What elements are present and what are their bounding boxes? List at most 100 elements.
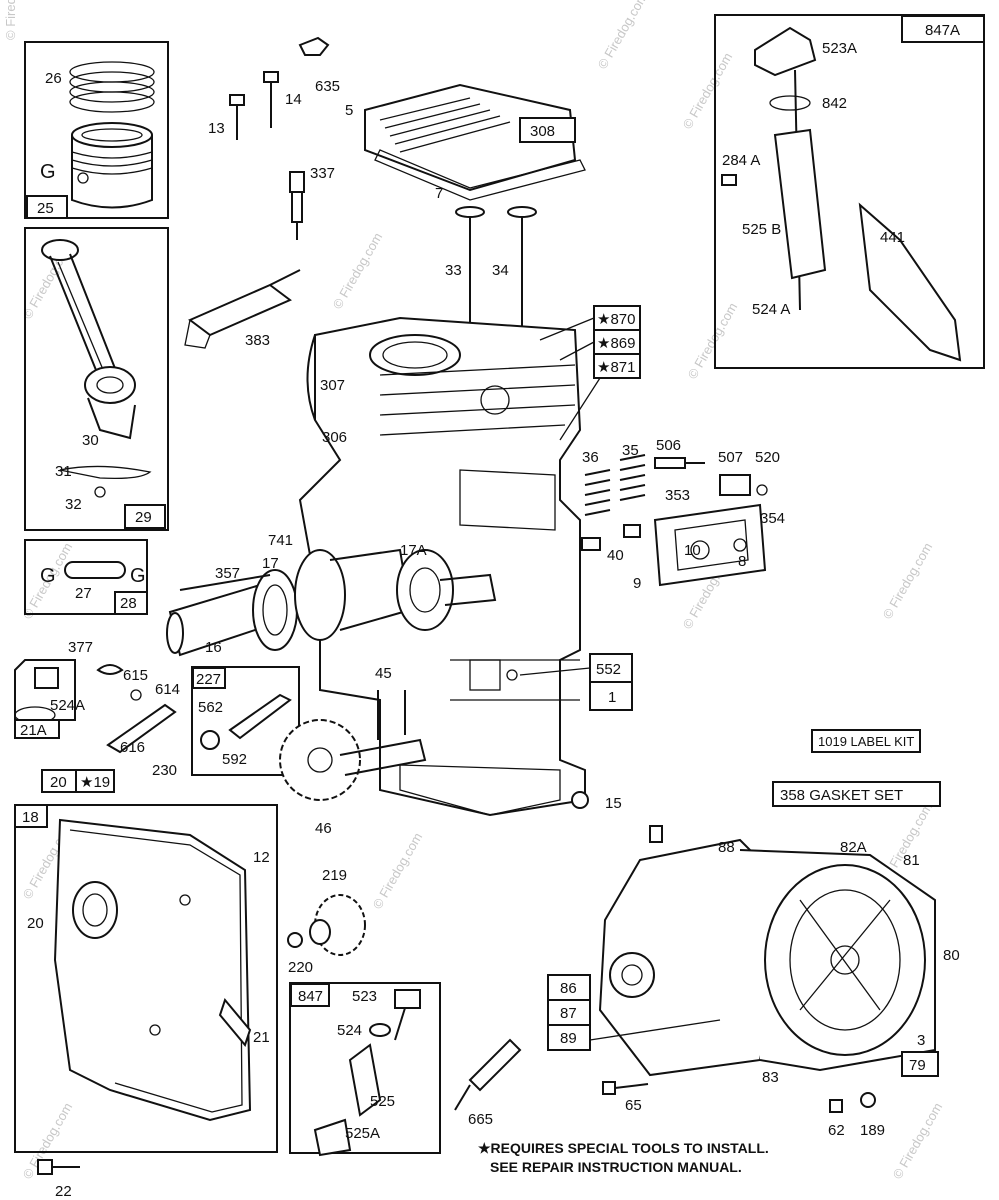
part-label: 308 <box>530 123 555 140</box>
part-label: 28 <box>120 595 137 612</box>
part-label: 5 <box>345 102 353 119</box>
part-label: 31 <box>55 463 72 480</box>
part-label: 507 <box>718 449 743 466</box>
watermark: © Firedog.com <box>680 50 736 132</box>
part-label: 284 A <box>722 152 760 169</box>
bolts-and-plug: 635 14 13 337 <box>208 36 340 240</box>
part-label: 614 <box>155 681 180 698</box>
part-label: 525A <box>345 1125 380 1142</box>
watermark: © Firedog.com <box>370 830 426 912</box>
note-line-2: SEE REPAIR INSTRUCTION MANUAL. <box>490 1159 742 1175</box>
part-label: 35 <box>622 442 639 459</box>
part-label: 523A <box>822 40 857 57</box>
part-label: 20 <box>50 774 67 791</box>
valves: 33 34 <box>445 206 537 335</box>
part-label: 26 <box>45 70 62 87</box>
drain-bolt: 22 <box>37 1159 80 1200</box>
governor-label-box: 552 1 <box>519 653 633 711</box>
part-label: 869 <box>610 335 635 352</box>
part-label: 16 <box>205 639 222 656</box>
part-label: 357 <box>215 565 240 582</box>
oil-seal-plug: 15 65 62 189 <box>571 791 885 1139</box>
part-label: 306 <box>322 429 347 446</box>
part-label: 81 <box>903 852 920 869</box>
part-label: 441 <box>880 229 905 246</box>
watermark: © Firedog.com <box>330 230 386 312</box>
part-label: 7 <box>435 185 443 202</box>
part-label: 14 <box>285 91 302 108</box>
part-label: 8 <box>738 553 746 570</box>
part-label: 27 <box>75 585 92 602</box>
star: ★ <box>597 335 610 352</box>
watermark: © Firedog.com <box>685 300 741 382</box>
part-label: 15 <box>605 795 622 812</box>
fitting: 665 <box>454 1038 522 1128</box>
part-label: 21 <box>253 1029 270 1046</box>
breather-assembly: 506 507 520 353 354 10 8 9 <box>633 437 785 592</box>
part-label: 847A <box>925 22 960 39</box>
svg-text:★869: ★869 <box>597 335 635 352</box>
part-label: 18 <box>22 809 39 826</box>
camshaft-gear: 46 <box>279 719 427 837</box>
part-label: 524 A <box>752 301 790 318</box>
part-label: 21A <box>20 722 47 739</box>
part-label: 32 <box>65 496 82 513</box>
part-label: 12 <box>253 849 270 866</box>
group-frame <box>191 666 300 776</box>
svg-text:★871: ★871 <box>597 359 635 376</box>
part-label: 36 <box>582 449 599 466</box>
part-label: 592 <box>222 751 247 768</box>
governor-gear: 219 220 <box>287 867 366 976</box>
part-label: 189 <box>860 1122 885 1139</box>
part-label: 524A <box>50 697 85 714</box>
part-label: 871 <box>610 359 635 376</box>
tappets: 45 <box>375 665 406 740</box>
watermark: © Firedog.com <box>595 0 651 72</box>
part-label: 34 <box>492 262 509 279</box>
svg-text:★870: ★870 <box>597 311 635 328</box>
star: ★ <box>597 359 610 376</box>
part-label: 741 <box>268 532 293 549</box>
group-frame <box>14 804 278 1153</box>
watermark: © Firedog.com <box>880 540 936 622</box>
connecting-rod-group: 30 31 32 29 <box>24 227 169 531</box>
part-label: 62 <box>828 1122 845 1139</box>
part-label: 17 <box>262 555 279 572</box>
note-line-1: ★REQUIRES SPECIAL TOOLS TO INSTALL. <box>478 1140 769 1156</box>
gasket-set: 358 GASKET SET <box>780 787 903 804</box>
part-label: 847 <box>298 988 323 1005</box>
part-label: 615 <box>123 667 148 684</box>
part-label: 88 <box>718 839 735 856</box>
group-frame <box>289 982 441 1154</box>
star: ★ <box>80 774 93 791</box>
group-frame <box>24 227 169 531</box>
valve-springs: 36 35 40 <box>581 442 646 564</box>
dipstick-group: 847A 523A 842 284 A 525 B 441 524 A <box>714 14 985 369</box>
part-label: 89 <box>560 1030 577 1047</box>
label-kit-box <box>811 729 921 753</box>
part-label: 377 <box>68 639 93 656</box>
part-label: 870 <box>610 311 635 328</box>
group-frame <box>714 14 985 369</box>
part-label: 40 <box>607 547 624 564</box>
part-label: 353 <box>665 487 690 504</box>
part-label: G <box>40 565 56 587</box>
part-label: 635 <box>315 78 340 95</box>
watermark: © Firedog.com <box>3 0 18 40</box>
kits: 1019 LABEL KIT 358 GASKET SET <box>772 729 941 807</box>
part-label: 79 <box>909 1057 926 1074</box>
part-label: 45 <box>375 665 392 682</box>
gasket-set-box <box>772 781 941 807</box>
flywheel-housing: 88 82A 81 80 83 3 86 87 89 79 <box>547 838 960 1086</box>
part-label: 230 <box>152 762 177 779</box>
part-label: 22 <box>55 1183 72 1200</box>
part-label: 80 <box>943 947 960 964</box>
part-label: 552 <box>596 661 621 678</box>
part-label: 227 <box>196 671 221 688</box>
part-label: 506 <box>656 437 681 454</box>
cylinder-head: 308 5 7 <box>345 83 586 202</box>
part-label: 86 <box>560 980 577 997</box>
star: ★ <box>597 311 610 328</box>
part-label: 383 <box>245 332 270 349</box>
part-label: 524 <box>337 1022 362 1039</box>
